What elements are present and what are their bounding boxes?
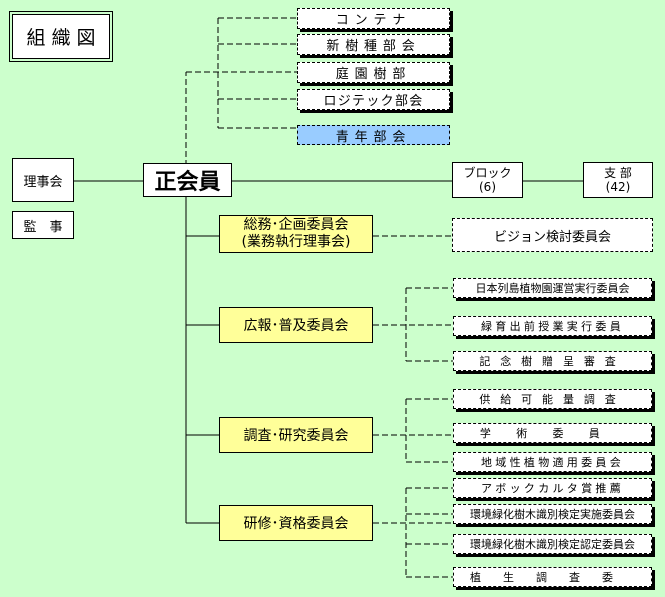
block-box: ブロック (6) (452, 162, 523, 198)
unit-garden-trees: 庭園樹部 (297, 62, 450, 83)
sub-training-exam-certification-label: 環境緑化樹木識別検定認定委員会 (470, 538, 635, 551)
sub-pr-botanical-garden: 日本列島植物園運営実行委員会 (453, 278, 652, 298)
committee-research: 調査･研究委員会 (219, 417, 373, 453)
sub-training-avoc-karuta-label: アボックカルタ賞推薦 (481, 482, 624, 495)
sub-research-regional-plants: 地域性植物適用委員会 (453, 452, 652, 472)
unit-youth: 青年部会 (297, 125, 450, 145)
block-label: ブロック (463, 165, 512, 180)
page-title-text: 組 織 図 (26, 27, 96, 49)
regular-members-box: 正会員 (143, 163, 232, 197)
board-label: 理事会 (23, 174, 63, 190)
sub-training-vegetation-survey: 植生調査委 (453, 567, 652, 587)
sub-training-exam-certification: 環境緑化樹木識別検定認定委員会 (453, 534, 652, 554)
committee-research-label: 調査･研究委員会 (243, 428, 349, 444)
vision-committee: ビジョン検討委員会 (452, 218, 653, 252)
sub-training-vegetation-survey-label: 植生調査委 (470, 571, 635, 584)
sub-training-exam-administration-label: 環境緑化樹木識別検定実施委員会 (470, 508, 635, 521)
sub-research-academic-label: 学術委員 (479, 427, 626, 440)
sub-pr-outreach-lessons: 緑育出前授業実行委員 (453, 316, 652, 336)
committee-general-affairs-line2: (業務執行理事会) (241, 234, 351, 250)
unit-logitech: ロジテック部会 (297, 89, 450, 110)
unit-youth-label: 青年部会 (335, 129, 412, 145)
block-count: (6) (479, 180, 496, 194)
committee-training-label: 研修･資格委員会 (243, 516, 349, 532)
branch-box: 支 部 (42) (583, 162, 653, 198)
sub-research-supply-label: 供給可能量調査 (479, 393, 626, 406)
committee-general-affairs: 総務･企画委員会 (業務執行理事会) (219, 215, 373, 253)
board-box: 理事会 (12, 158, 74, 202)
sub-pr-memorial-tree-label: 記念樹贈呈審査 (479, 355, 626, 368)
vision-committee-label: ビジョン検討委員会 (493, 229, 611, 245)
sub-pr-botanical-garden-label: 日本列島植物園運営実行委員会 (475, 282, 630, 295)
unit-logitech-label: ロジテック部会 (323, 94, 424, 109)
sub-research-academic: 学術委員 (453, 423, 652, 443)
unit-garden-trees-label: 庭園樹部 (335, 67, 412, 82)
sub-training-avoc-karuta: アボックカルタ賞推薦 (453, 478, 652, 498)
regular-members-label: 正会員 (154, 170, 221, 195)
auditor-label: 監 事 (23, 219, 63, 235)
branch-label: 支 部 (604, 165, 632, 180)
unit-container-label: コンテナ (335, 13, 412, 28)
sub-pr-outreach-lessons-label: 緑育出前授業実行委員 (481, 320, 624, 333)
committee-pr-label: 広報･普及委員会 (243, 318, 349, 334)
auditor-box: 監 事 (12, 211, 74, 239)
committee-pr: 広報･普及委員会 (219, 307, 373, 343)
unit-container: コンテナ (297, 8, 450, 29)
unit-new-species-label: 新樹種部会 (326, 39, 421, 54)
sub-research-supply: 供給可能量調査 (453, 389, 652, 409)
committee-training: 研修･資格委員会 (219, 505, 373, 541)
committee-general-affairs-line1: 総務･企画委員会 (243, 217, 349, 234)
sub-research-regional-plants-label: 地域性植物適用委員会 (481, 456, 624, 469)
page-title: 組 織 図 (9, 11, 113, 62)
branch-count: (42) (605, 180, 631, 194)
sub-training-exam-administration: 環境緑化樹木識別検定実施委員会 (453, 504, 652, 524)
unit-new-species: 新樹種部会 (297, 34, 450, 55)
sub-pr-memorial-tree: 記念樹贈呈審査 (453, 351, 652, 371)
